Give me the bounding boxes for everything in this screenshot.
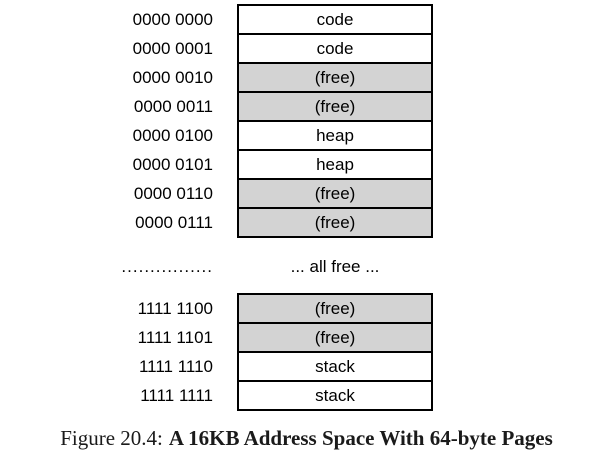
address-label: 0000 0000 xyxy=(132,10,213,29)
page-stack-top: code code (free) (free) heap heap (free)… xyxy=(237,4,433,238)
page-stack-bottom: (free) (free) stack stack xyxy=(237,293,433,411)
address-column-top: 0000 0000 0000 0001 0000 0010 0000 0011 … xyxy=(0,5,213,237)
figure-caption: Figure 20.4:A 16KB Address Space With 64… xyxy=(0,426,613,451)
address-label: 0000 0001 xyxy=(132,39,213,58)
caption-prefix: Figure 20.4: xyxy=(60,426,163,450)
page-cell: heap xyxy=(239,151,431,180)
page-cell: stack xyxy=(239,382,431,409)
page-cell: stack xyxy=(239,353,431,382)
all-free-label: ... all free ... xyxy=(290,257,380,276)
page-cell: (free) xyxy=(239,324,431,353)
ellipsis-dots: ................ xyxy=(121,257,213,276)
address-label: 1111 1100 xyxy=(137,299,213,318)
address-column-bottom: 1111 1100 1111 1101 1111 1110 1111 1111 xyxy=(0,294,213,410)
page-cell: (free) xyxy=(239,295,431,324)
address-label: 1111 1111 xyxy=(140,386,213,405)
address-label: 1111 1110 xyxy=(138,357,213,376)
address-label: 0000 0111 xyxy=(135,213,213,232)
address-label: 0000 0110 xyxy=(133,184,213,203)
address-label: 0000 0011 xyxy=(133,97,213,116)
page-cell: code xyxy=(239,6,431,35)
page-cell: code xyxy=(239,35,431,64)
address-label: 0000 0100 xyxy=(132,126,213,145)
address-label: 1111 1101 xyxy=(137,328,213,347)
page-cell: (free) xyxy=(239,209,431,236)
address-label: 0000 0101 xyxy=(132,155,213,174)
page-cell: (free) xyxy=(239,93,431,122)
page-cell: (free) xyxy=(239,64,431,93)
page-cell: (free) xyxy=(239,180,431,209)
caption-title: A 16KB Address Space With 64-byte Pages xyxy=(168,426,553,450)
page-cell: heap xyxy=(239,122,431,151)
address-label: 0000 0010 xyxy=(132,68,213,87)
